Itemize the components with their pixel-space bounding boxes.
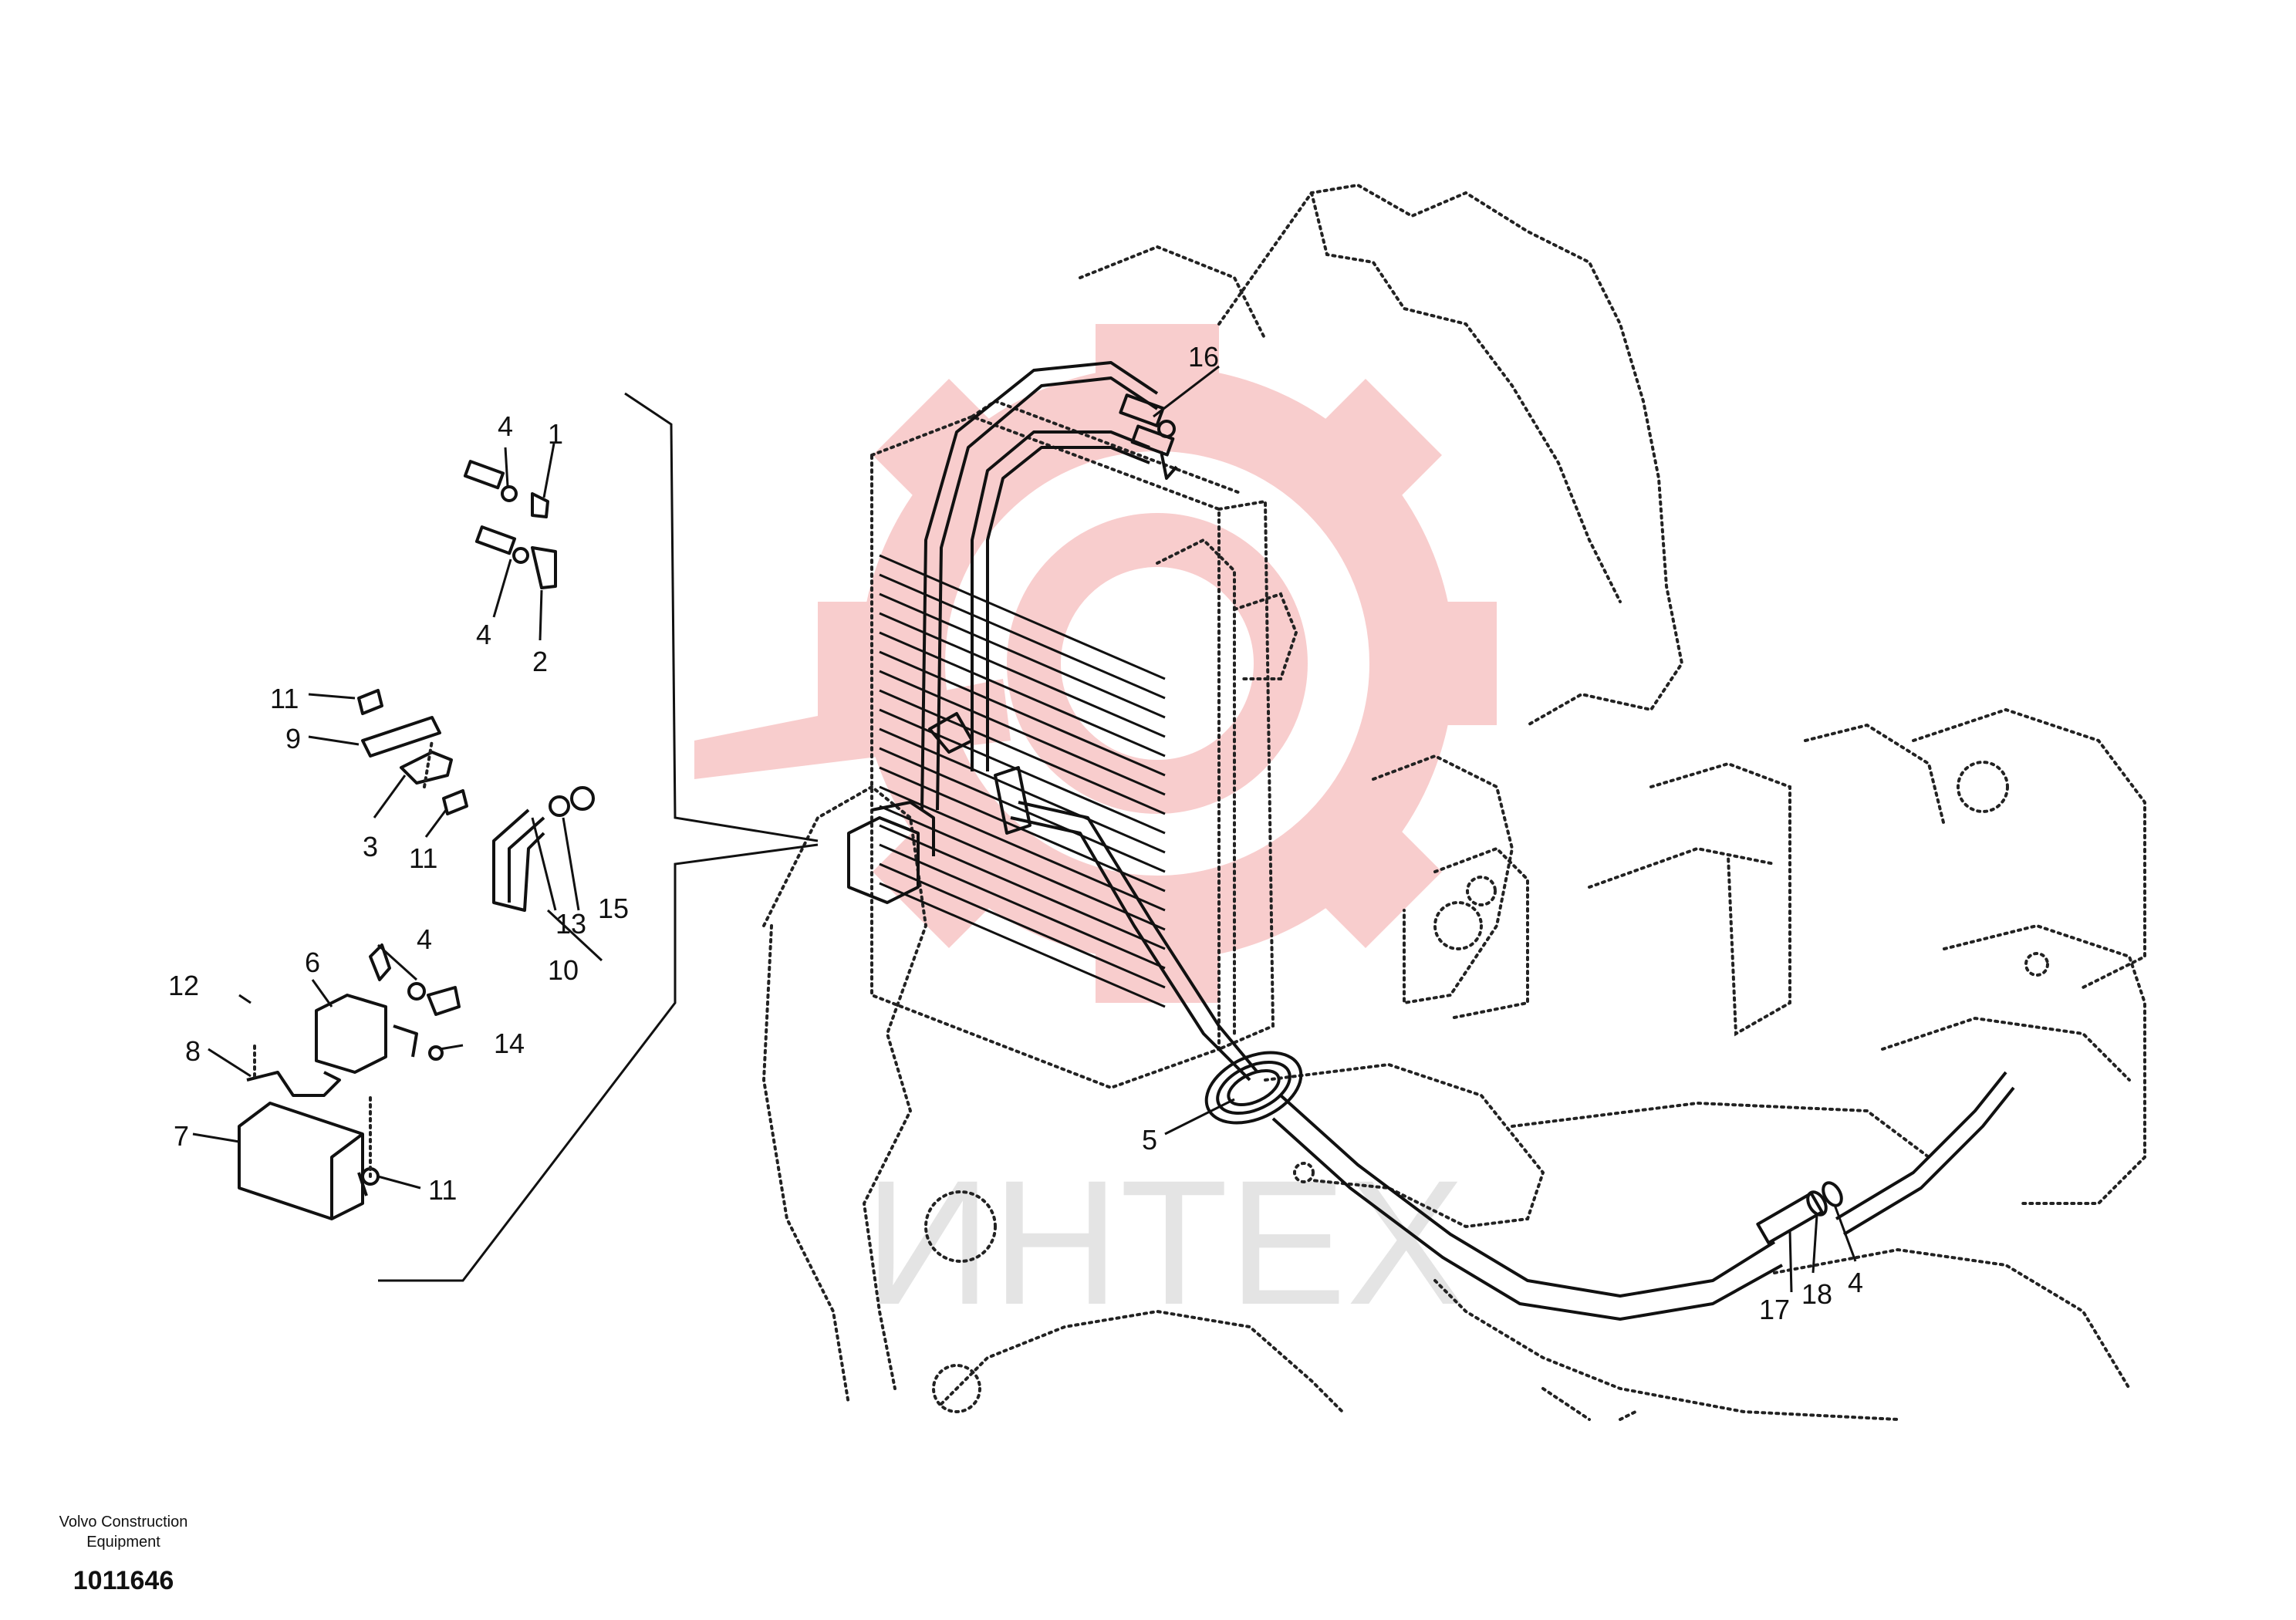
callout-9: 9	[285, 723, 301, 754]
watermark-gear-logo	[694, 324, 1497, 1003]
hoses	[920, 361, 2015, 1321]
grommet	[1204, 1051, 1303, 1125]
callout-4-mid: 4	[476, 619, 491, 650]
callout-10: 10	[548, 954, 579, 986]
callout-3: 3	[363, 831, 378, 862]
callout-4-switch: 4	[417, 923, 432, 955]
callout-16: 16	[1188, 341, 1219, 373]
cooler-fins	[879, 554, 1166, 1008]
callout-13: 13	[555, 908, 586, 940]
callout-4-right: 4	[1848, 1267, 1863, 1298]
callout-labels: 1 2 3 4 4 4 4 5 6 7 8 9 10 11 11 11 12 1…	[168, 341, 1863, 1325]
callout-11-bottom: 11	[428, 1174, 457, 1206]
callout-4-top: 4	[498, 410, 513, 442]
company-name-line2: Equipment	[86, 1534, 160, 1551]
callout-6: 6	[305, 947, 320, 978]
exploded-parts	[238, 460, 595, 1220]
callout-12: 12	[168, 970, 199, 1001]
leader-lines	[192, 365, 1857, 1293]
company-name-line1: Volvo Construction	[59, 1514, 188, 1531]
callout-14: 14	[494, 1028, 525, 1059]
cooler-unit	[870, 399, 1298, 1090]
callout-18: 18	[1801, 1278, 1832, 1310]
mounted-bracket	[847, 712, 1032, 904]
part-number: 1011646	[73, 1566, 174, 1595]
fitting-group-16	[1119, 393, 1178, 480]
callout-7: 7	[174, 1120, 189, 1152]
callout-5: 5	[1142, 1124, 1157, 1156]
callout-1: 1	[548, 418, 563, 450]
callout-15: 15	[598, 893, 629, 924]
machine-outline	[761, 183, 2146, 1421]
fitting-group-17-18	[1756, 1181, 1843, 1245]
callout-2: 2	[532, 646, 548, 677]
callout-11-mid: 11	[409, 842, 437, 874]
callout-11-top: 11	[270, 683, 299, 714]
footer-block: Volvo Construction Equipment 1011646	[0, 1512, 247, 1596]
callout-17: 17	[1759, 1294, 1790, 1325]
callout-8: 8	[185, 1035, 201, 1067]
watermark-text: ИНТЕХ	[864, 1143, 1465, 1342]
detail-frame	[378, 392, 819, 1282]
